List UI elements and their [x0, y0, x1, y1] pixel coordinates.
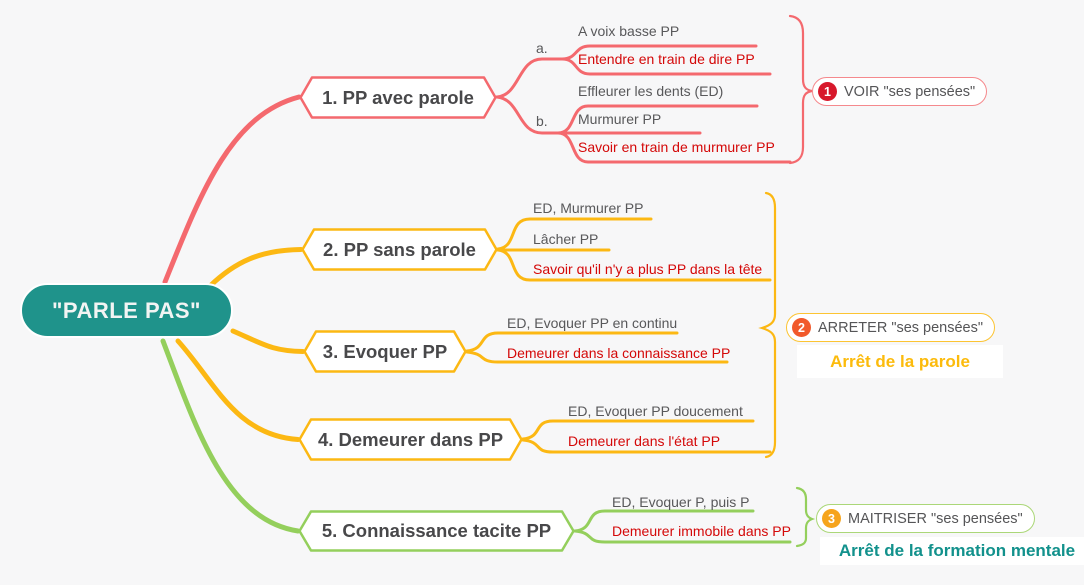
main-branch-curves	[160, 94, 306, 534]
branch-4-curve	[175, 338, 301, 442]
summary-3-badge: 3	[822, 509, 841, 528]
bracket-1	[788, 14, 813, 165]
summary-3-title: MAITRISER "ses pensées"	[848, 510, 1023, 527]
root-label: "PARLE PAS"	[51, 297, 201, 323]
topic-2-shape	[301, 228, 498, 271]
leaf-item[interactable]: Demeurer immobile dans PP	[612, 523, 791, 539]
leaf-item[interactable]: Entendre en train de dire PP	[578, 51, 755, 67]
summary-1-pill[interactable]: 1 VOIR "ses pensées"	[812, 77, 988, 106]
leaf-item[interactable]: ED, Murmurer PP	[533, 200, 644, 216]
branch-1-curve	[162, 94, 302, 285]
topic-2-label: 2. PP sans parole	[323, 238, 476, 260]
summary-2-caption[interactable]: Arrêt de la parole	[797, 345, 1003, 378]
sub-label-a[interactable]: a.	[536, 40, 548, 56]
summary-2-title: ARRETER "ses pensées"	[818, 319, 984, 336]
summary-2-pill[interactable]: 2 ARRETER "ses pensées"	[786, 313, 996, 342]
topic-3-label: 3. Evoquer PP	[322, 340, 448, 362]
branch-1-leaf-connectors	[495, 44, 792, 164]
summary-2-badge: 2	[792, 318, 811, 337]
topic-3-shape	[303, 330, 467, 373]
branch-5-leaf-connectors	[573, 509, 792, 544]
leaf-item[interactable]: Demeurer dans l'état PP	[568, 433, 721, 449]
topic-2[interactable]: 2. PP sans parole	[301, 228, 498, 271]
root-node[interactable]: "PARLE PAS"	[20, 283, 233, 338]
leaf-item[interactable]: A voix basse PP	[578, 23, 680, 39]
branch-3-leaf-connectors	[465, 331, 729, 364]
leaf-item[interactable]: Savoir en train de murmurer PP	[578, 139, 775, 155]
topic-4-label: 4. Demeurer dans PP	[317, 428, 504, 450]
topic-5[interactable]: 5. Connaissance tacite PP	[298, 510, 575, 552]
topic-4-shape	[298, 418, 523, 461]
summary-3-pill[interactable]: 3 MAITRISER "ses pensées"	[816, 504, 1035, 533]
topic-1-label: 1. PP avec parole	[322, 86, 474, 108]
leaf-item[interactable]: Demeurer dans la connaissance PP	[507, 345, 731, 361]
branch-2-curve	[207, 247, 304, 289]
bracket-2	[758, 191, 777, 459]
bracket-3	[795, 486, 816, 548]
leaf-item[interactable]: ED, Evoquer P, puis P	[612, 494, 750, 510]
topic-5-shape	[298, 510, 575, 552]
sub-label-b[interactable]: b.	[536, 113, 548, 129]
leaf-item[interactable]: Murmurer PP	[578, 111, 662, 127]
topic-3[interactable]: 3. Evoquer PP	[303, 330, 467, 373]
summary-1-title: VOIR "ses pensées"	[844, 83, 976, 100]
branch-4-leaf-connectors	[521, 419, 772, 454]
summary-1-badge: 1	[818, 82, 837, 101]
leaf-item[interactable]: Effleurer les dents (ED)	[578, 83, 724, 99]
leaf-item[interactable]: ED, Evoquer PP doucement	[568, 403, 743, 419]
branch-5-curve	[160, 338, 301, 534]
topic-1-shape	[299, 76, 497, 119]
branch-2-leaf-connectors	[496, 217, 772, 282]
leaf-item[interactable]: Lâcher PP	[533, 231, 599, 247]
topic-1[interactable]: 1. PP avec parole	[299, 76, 497, 119]
leaf-item[interactable]: Savoir qu'il n'y a plus PP dans la tête	[533, 261, 763, 277]
summary-3-caption[interactable]: Arrêt de la formation mentale	[820, 537, 1084, 565]
topic-5-label: 5. Connaissance tacite PP	[321, 520, 552, 541]
branch-3-curve	[230, 328, 306, 354]
topic-4[interactable]: 4. Demeurer dans PP	[298, 418, 523, 461]
leaf-item[interactable]: ED, Evoquer PP en continu	[507, 315, 678, 331]
